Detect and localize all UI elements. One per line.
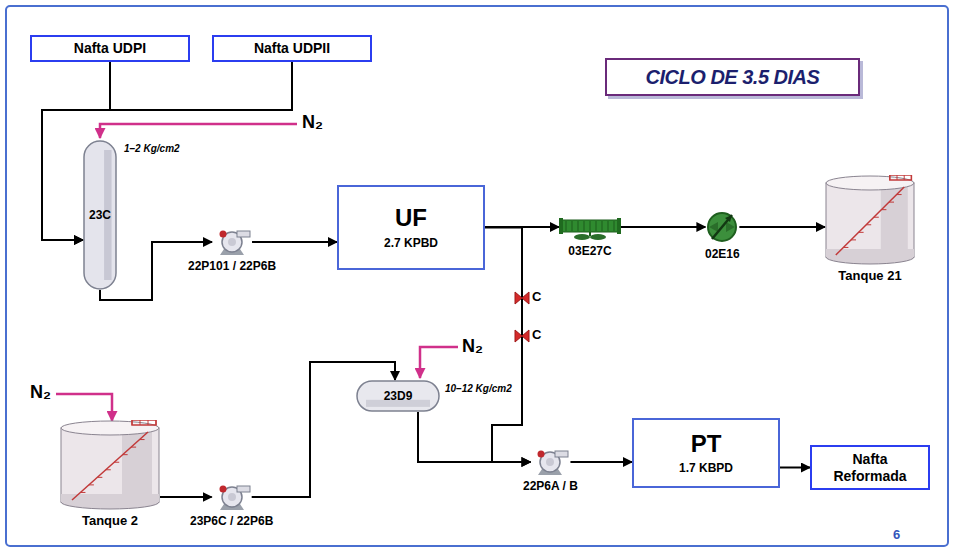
tank-symbol (60, 420, 160, 510)
flow-line (485, 228, 530, 463)
valve-label: C (532, 289, 541, 304)
nitrogen-label: N₂ (302, 112, 323, 133)
cooler: 02E16 (703, 210, 742, 261)
flow-line (418, 412, 530, 462)
valve-label: C (532, 327, 541, 342)
air-cooler: 03E27C (559, 213, 621, 258)
node-label: 03E27C (566, 244, 613, 258)
storage-tank: Tanque 21 (825, 175, 915, 283)
nitrogen-line (56, 394, 112, 421)
product-box: Nafta Reformada (810, 445, 930, 490)
drum-vessel: 23D9 (356, 380, 440, 412)
flow-line (570, 461, 632, 463)
air-cooler-symbol (559, 213, 621, 241)
nitrogen-label: N₂ (30, 382, 51, 403)
node-label: Tanque 21 (836, 268, 903, 283)
storage-tank: Tanque 2 (60, 420, 160, 528)
cooler-symbol (705, 210, 739, 244)
flow-line (780, 467, 810, 469)
node-label: 23C (89, 208, 111, 222)
flow-line (252, 241, 337, 243)
page-frame (6, 6, 948, 546)
source-box: Nafta UDPI (30, 35, 190, 62)
unit-box: UF 2.7 KPBD (337, 185, 485, 270)
pump: 23P6C / 22P6B (188, 483, 275, 528)
pump-symbol (212, 483, 252, 511)
column-vessel: 23C (83, 140, 117, 290)
node-label: PT (691, 431, 722, 457)
flow-line (621, 226, 705, 228)
node-label: 23P6C / 22P6B (188, 514, 275, 528)
page-number: 6 (893, 527, 900, 542)
nitrogen-label: N₂ (462, 336, 483, 357)
flow-line (160, 496, 212, 498)
title-text: CICLO DE 3.5 DIAS (646, 66, 820, 89)
node-sublabel: 2.7 KPBD (384, 236, 438, 250)
nitrogen-line (100, 124, 297, 138)
pressure-label: 10–12 Kg/cm2 (445, 383, 512, 394)
node-label: 23D9 (384, 389, 413, 403)
source-box: Nafta UDPII (212, 35, 372, 62)
node-label: UF (395, 205, 427, 231)
unit-box: PT 1.7 KBPD (632, 418, 780, 488)
node-sublabel: 1.7 KBPD (679, 461, 733, 475)
nitrogen-line (420, 347, 458, 378)
node-label: Tanque 2 (80, 513, 140, 528)
node-label: Nafta UDPI (74, 40, 146, 56)
pump: 22P101 / 22P6B (186, 228, 278, 273)
node-label: 22P101 / 22P6B (186, 259, 278, 273)
pump-symbol (530, 448, 570, 476)
pump: 22P6A / B (521, 448, 580, 493)
flow-line (739, 226, 825, 228)
node-label: 22P6A / B (521, 479, 580, 493)
node-label: 02E16 (703, 247, 742, 261)
node-label: Nafta Reformada (820, 451, 920, 483)
block-valve (515, 292, 529, 304)
block-valve (515, 330, 529, 342)
pressure-label: 1–2 Kg/cm2 (124, 143, 180, 154)
node-label: Nafta UDPII (254, 40, 330, 56)
title-box: CICLO DE 3.5 DIAS (605, 58, 860, 96)
tank-symbol (825, 175, 915, 265)
pump-symbol (212, 228, 252, 256)
flow-line (42, 62, 292, 240)
